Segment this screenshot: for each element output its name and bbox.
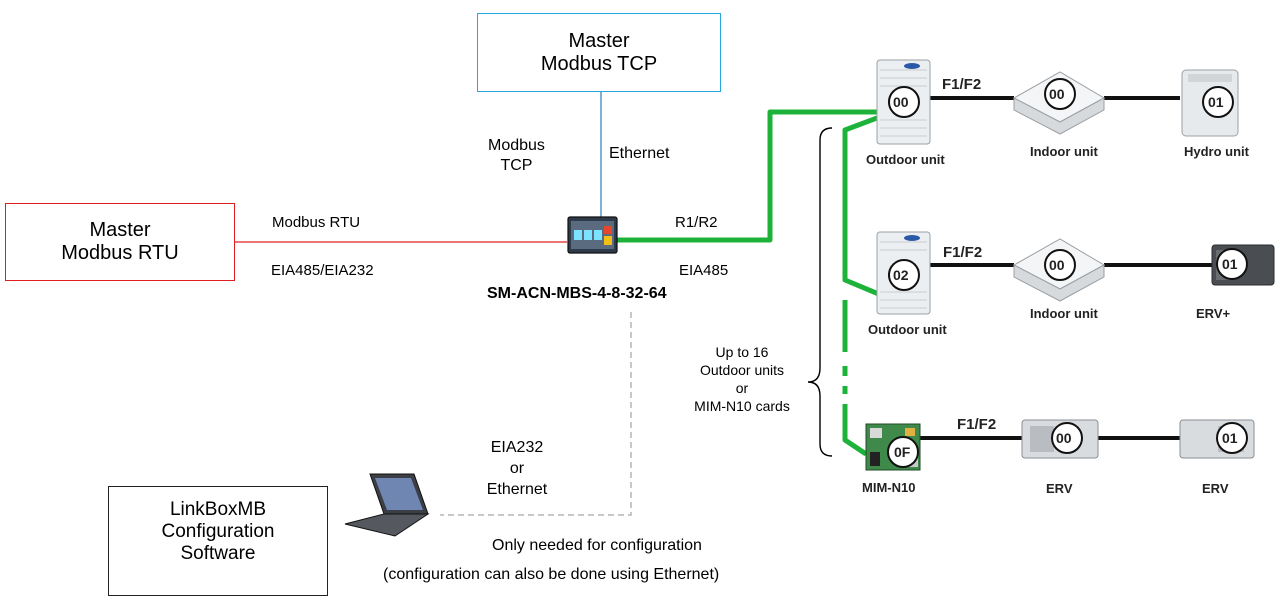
row2-outdoor-address: 02 bbox=[893, 267, 909, 283]
tcp-protocol-line1: Modbus bbox=[488, 137, 545, 154]
master-modbus-tcp-box: Master Modbus TCP bbox=[477, 13, 721, 92]
row1-unit1-caption: Indoor unit bbox=[1030, 144, 1098, 159]
row3-unit2-caption: ERV bbox=[1202, 481, 1229, 496]
row2-line-label: F1/F2 bbox=[943, 244, 983, 261]
address-circles bbox=[887, 78, 1248, 468]
bus-medium-label: EIA485 bbox=[679, 262, 729, 279]
gateway-name-label: SM-ACN-MBS-4-8-32-64 bbox=[487, 285, 667, 302]
row3-card-address: 0F bbox=[894, 444, 911, 460]
row2-unit2-address: 01 bbox=[1222, 256, 1238, 272]
config-note-line2: (configuration can also be done using Et… bbox=[383, 566, 720, 583]
row3-unit2-address: 01 bbox=[1222, 430, 1238, 446]
row3-line-label: F1/F2 bbox=[957, 416, 997, 433]
row1-outdoor-caption: Outdoor unit bbox=[866, 152, 945, 167]
master-rtu-line2: Modbus RTU bbox=[61, 242, 179, 264]
row2-unit1-address: 00 bbox=[1049, 257, 1065, 273]
bus-note: Up to 16 Outdoor units or MIM-N10 cards bbox=[672, 344, 812, 416]
config-medium-line2: or bbox=[509, 459, 525, 477]
row3-card-caption: MIM-N10 bbox=[862, 480, 916, 495]
bus-name-label: R1/R2 bbox=[675, 214, 718, 231]
master-tcp-line1: Master bbox=[568, 29, 630, 52]
row1-unit1-address: 00 bbox=[1049, 86, 1065, 102]
bus-note-line2: Outdoor units bbox=[699, 361, 785, 378]
config-medium-line3: Ethernet bbox=[486, 480, 548, 498]
ethernet-label: Ethernet bbox=[609, 145, 670, 162]
bus-line bbox=[617, 109, 894, 457]
tcp-protocol-line2: TCP bbox=[500, 157, 533, 174]
config-medium-label: EIA232 or Ethernet bbox=[462, 438, 572, 500]
row1-unit2-address: 01 bbox=[1208, 94, 1224, 110]
config-medium-line1: EIA232 bbox=[490, 439, 544, 456]
row1-outdoor-address: 00 bbox=[893, 94, 909, 110]
row2-unit1-caption: Indoor unit bbox=[1030, 306, 1098, 321]
bus-note-line4: MIM-N10 cards bbox=[694, 397, 790, 414]
gateway-device-icon bbox=[567, 216, 618, 254]
software-line1: LinkBoxMB bbox=[169, 499, 267, 520]
row1-line-label: F1/F2 bbox=[942, 76, 982, 93]
master-rtu-line1: Master bbox=[89, 219, 151, 241]
software-line2: Configuration bbox=[161, 520, 275, 542]
bus-note-line3: or bbox=[735, 379, 749, 396]
bus-brace bbox=[807, 127, 833, 457]
f1f2-lines bbox=[920, 96, 1215, 440]
row3-unit1-address: 00 bbox=[1056, 430, 1072, 446]
laptop-icon bbox=[344, 473, 430, 537]
rtu-protocol-label: Modbus RTU bbox=[272, 214, 361, 231]
master-modbus-rtu-box: Master Modbus RTU bbox=[5, 203, 235, 281]
row2-outdoor-caption: Outdoor unit bbox=[868, 322, 947, 337]
config-dashed-line bbox=[440, 312, 632, 516]
row2-unit2-caption: ERV+ bbox=[1196, 306, 1231, 321]
linkboxmb-software-box: LinkBoxMB Configuration Software bbox=[108, 486, 328, 596]
config-note-line1: Only needed for configuration bbox=[492, 537, 702, 554]
row3-unit1-caption: ERV bbox=[1046, 481, 1073, 496]
row1-unit2-caption: Hydro unit bbox=[1184, 144, 1249, 159]
tcp-protocol-label: Modbus TCP bbox=[488, 136, 545, 176]
master-tcp-line2: Modbus TCP bbox=[540, 52, 658, 75]
rtu-medium-label: EIA485/EIA232 bbox=[271, 262, 374, 279]
software-line3: Software bbox=[180, 542, 256, 564]
bus-note-line1: Up to 16 bbox=[715, 344, 769, 360]
